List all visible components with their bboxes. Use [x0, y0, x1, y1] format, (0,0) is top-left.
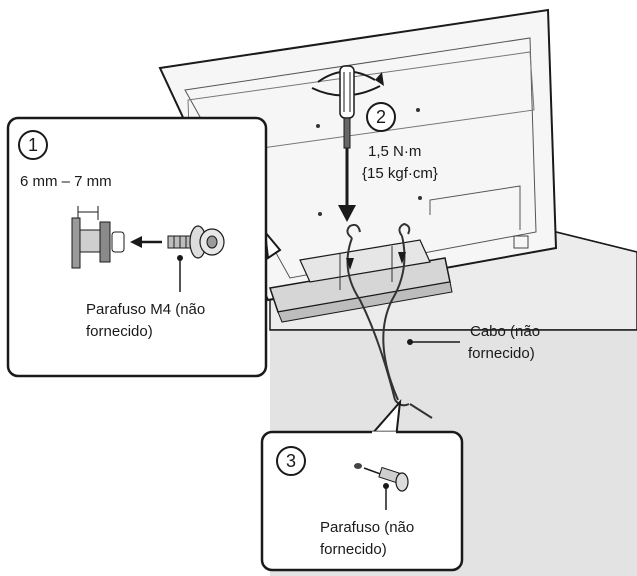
step2-torque-line2: {15 kgf·cm}: [362, 164, 438, 183]
step1-screw-label-line1: Parafuso M4 (não: [86, 300, 205, 319]
cable-label-line1: Cabo (não: [470, 322, 540, 341]
cable-label-line2: fornecido): [468, 344, 535, 363]
step1-number: 1: [18, 130, 48, 160]
step3-screw-label-line1: Parafuso (não: [320, 518, 414, 537]
step1-dimension-label: 6 mm – 7 mm: [20, 172, 112, 191]
step2-number: 2: [366, 102, 396, 132]
step3-screw-label-line2: fornecido): [320, 540, 387, 559]
step3-number: 3: [276, 446, 306, 476]
step2-torque-line1: 1,5 N·m: [368, 142, 421, 161]
step1-screw-label-line2: fornecido): [86, 322, 153, 341]
